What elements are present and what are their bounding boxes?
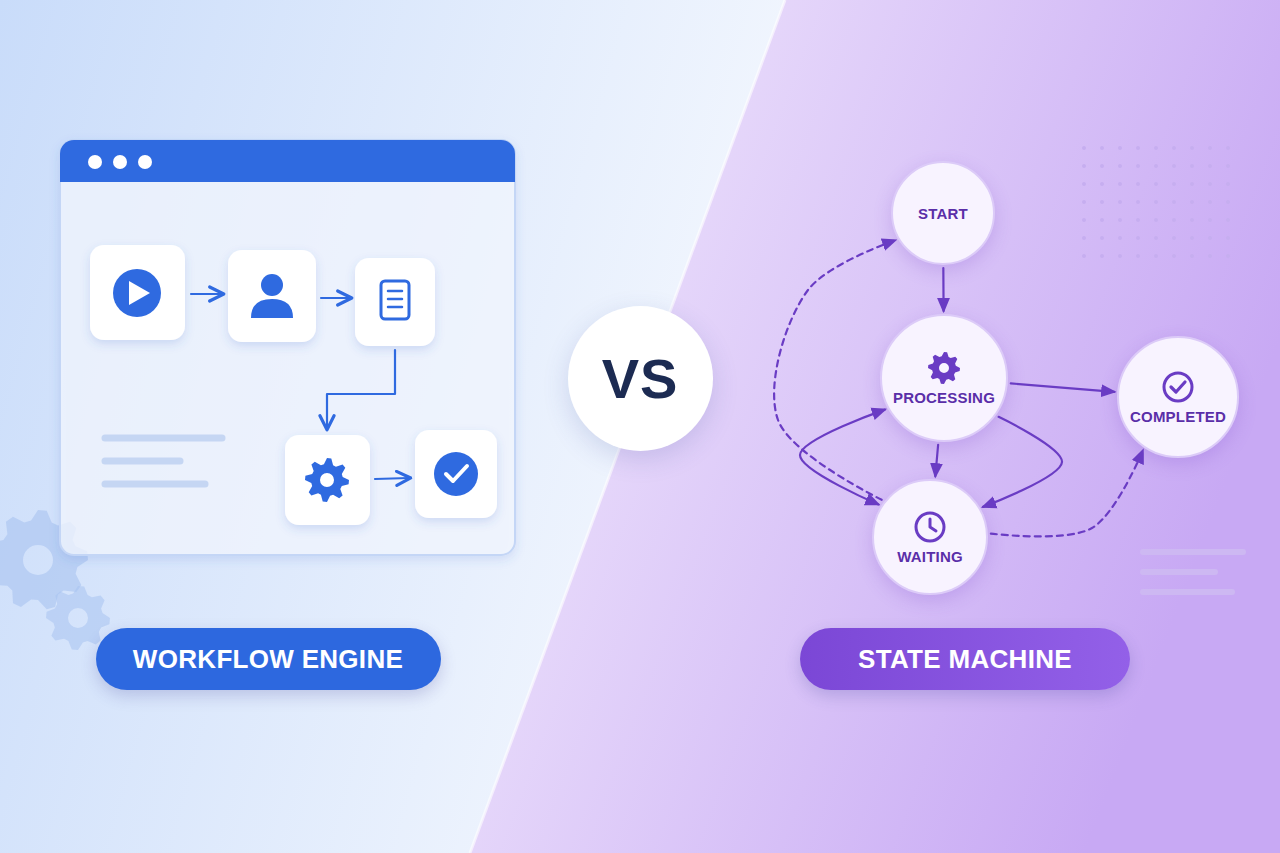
state-circle: PROCESSING (880, 314, 1008, 442)
browser-window (60, 140, 515, 555)
deco-lines (1143, 552, 1243, 592)
transition-arrow (942, 268, 944, 311)
right-ground (470, 0, 1280, 853)
transition-arrow (1011, 383, 1114, 391)
vs-circle: VS (568, 306, 713, 451)
dashed-transition (991, 450, 1143, 536)
state-circle: WAITING (872, 479, 988, 595)
split-line (470, 0, 785, 853)
workflow-tiles (90, 245, 497, 525)
state-label: COMPLETED (1130, 408, 1226, 425)
gear-icon (927, 351, 961, 385)
check-icon (1161, 370, 1195, 404)
state-circle: COMPLETED (1117, 336, 1239, 458)
state-label: WAITING (897, 548, 963, 565)
clock-icon (913, 510, 947, 544)
transition-arrow (935, 445, 938, 476)
title-pill: WORKFLOW ENGINE (96, 628, 441, 690)
state-label: START (918, 205, 968, 222)
pill-label: STATE MACHINE (858, 644, 1072, 675)
dot-grid (1080, 140, 1240, 270)
state-label: PROCESSING (893, 389, 995, 406)
vs-label: VS (602, 346, 679, 411)
state-circle: START (891, 161, 995, 265)
transition-arrow (983, 417, 1062, 507)
workflow-arrows (191, 294, 409, 479)
dashed-transition (774, 240, 895, 500)
pill-label: WORKFLOW ENGINE (133, 644, 403, 675)
title-pill: STATE MACHINE (800, 628, 1130, 690)
